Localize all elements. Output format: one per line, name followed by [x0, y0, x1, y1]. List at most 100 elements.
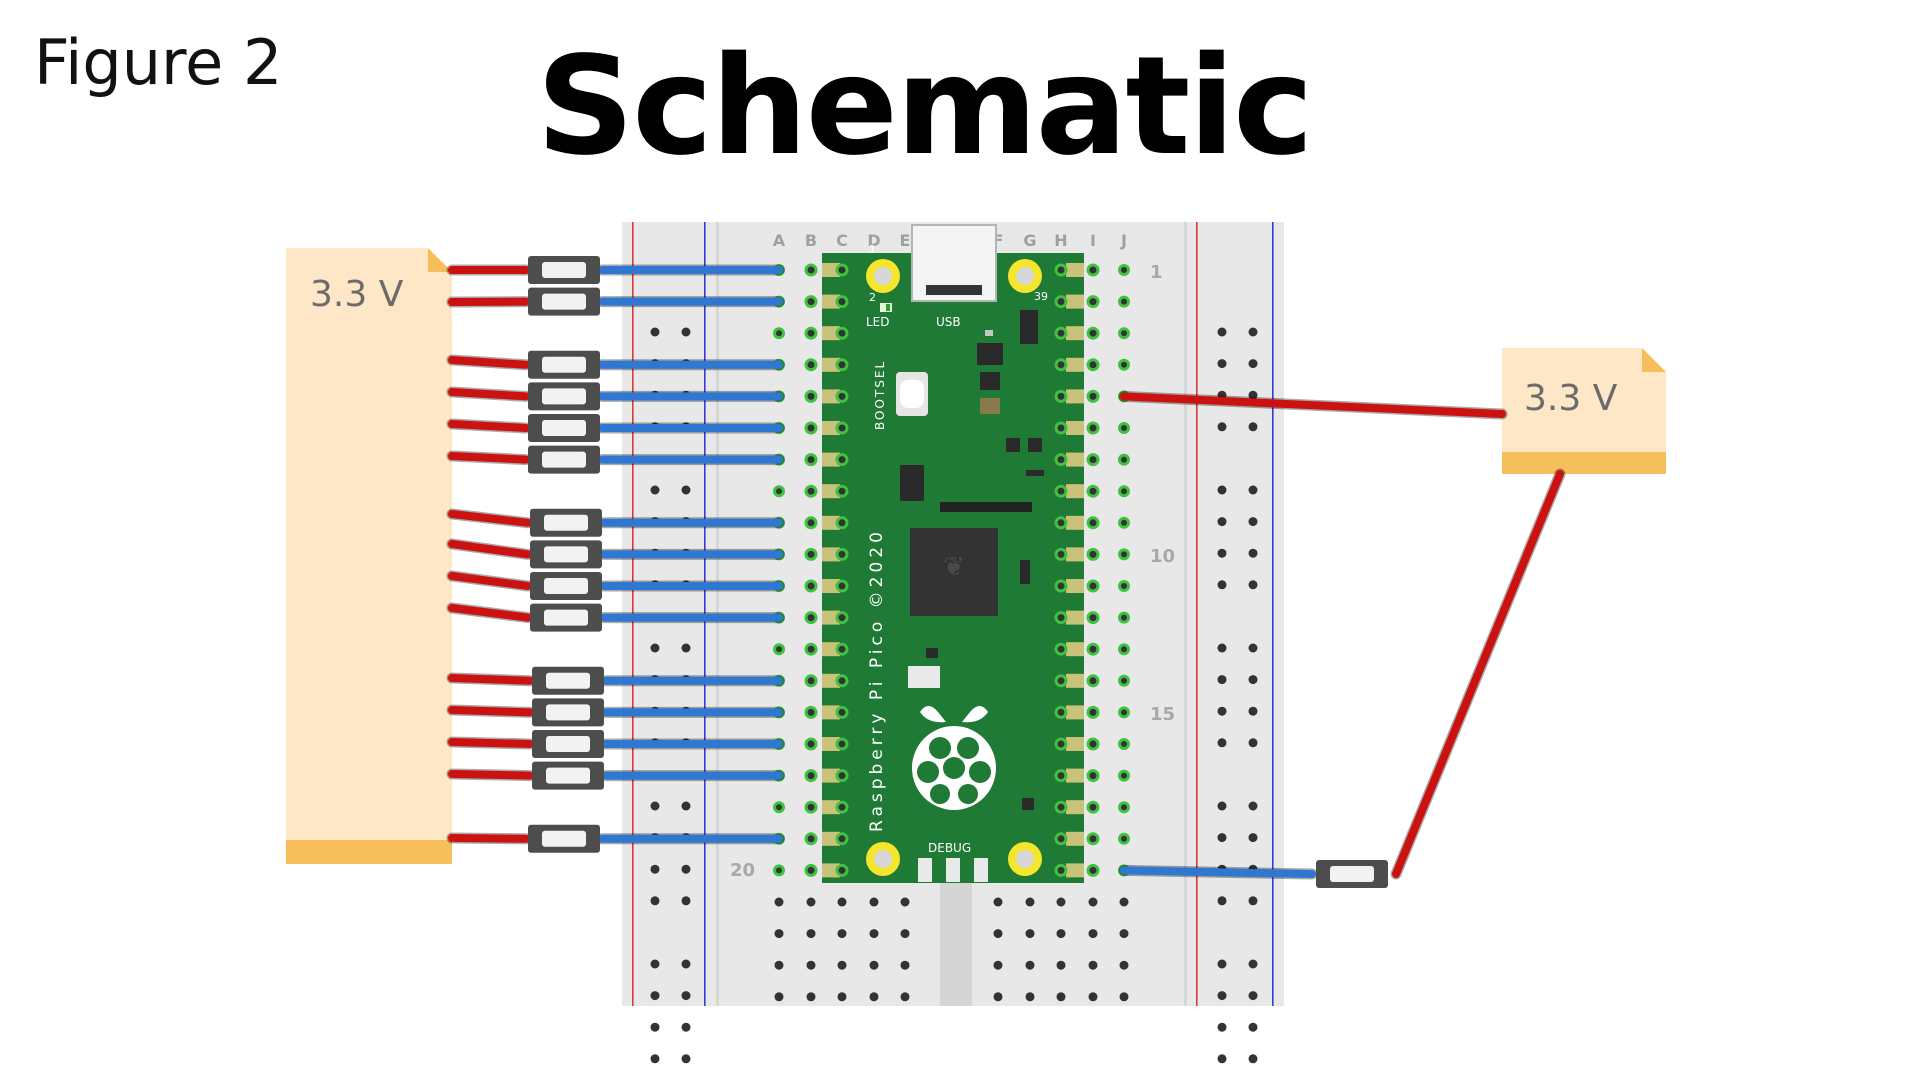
- push-button[interactable]: [532, 666, 604, 695]
- rail-hole: [1248, 959, 1258, 969]
- pico-pin: [1086, 484, 1100, 498]
- breadboard-hole: [900, 897, 910, 907]
- push-button[interactable]: [528, 824, 600, 853]
- pico-pad: [1066, 389, 1084, 404]
- pico-pin: [804, 453, 818, 467]
- pico-pin: [1086, 737, 1100, 751]
- pico-pad: [1066, 673, 1084, 688]
- breadboard-hole: [1118, 769, 1130, 782]
- button-cap[interactable]: [544, 546, 588, 563]
- signal-wire: [1120, 866, 1316, 878]
- button-cap[interactable]: [544, 514, 588, 531]
- power-wire: [448, 706, 534, 717]
- button-cap[interactable]: [542, 388, 586, 405]
- push-button[interactable]: [528, 414, 600, 442]
- push-button[interactable]: [528, 445, 600, 474]
- rail-hole: [1248, 675, 1258, 685]
- breadboard-hole: [869, 929, 879, 939]
- pico-pad: [822, 484, 840, 499]
- pico-pad: [1066, 610, 1084, 625]
- pico-pin: [1054, 642, 1068, 656]
- button-cap[interactable]: [546, 767, 590, 784]
- debug-label: DEBUG: [928, 841, 971, 855]
- pin1-label: 1: [869, 243, 876, 256]
- pico-pin: [1086, 832, 1100, 846]
- pico-pin: [804, 737, 818, 751]
- pico-pin: [1086, 453, 1100, 467]
- push-button[interactable]: [532, 761, 604, 790]
- rail-hole: [1248, 485, 1258, 495]
- button-cap[interactable]: [542, 356, 586, 373]
- button-cap[interactable]: [546, 736, 590, 752]
- pico-pin: [1086, 705, 1100, 719]
- flash-chip: [900, 465, 924, 501]
- button-cap[interactable]: [544, 578, 588, 594]
- rail-hole: [650, 1054, 660, 1064]
- usb-port-slot: [926, 285, 982, 295]
- pico-pin: [804, 358, 818, 372]
- rail-hole: [650, 896, 660, 906]
- pico-pad: [822, 768, 840, 783]
- button-cap[interactable]: [546, 672, 590, 689]
- rail-hole: [1217, 896, 1227, 906]
- rail-hole: [650, 801, 660, 811]
- breadboard-hole: [806, 992, 816, 1002]
- rail-hole: [1217, 991, 1227, 1001]
- power-wire: [448, 770, 534, 780]
- button-cap[interactable]: [544, 609, 588, 626]
- push-button[interactable]: [530, 508, 602, 537]
- button-cap[interactable]: [542, 293, 586, 310]
- push-button[interactable]: [528, 382, 600, 411]
- rail-hole: [681, 959, 691, 969]
- pico-pin: [1086, 516, 1100, 530]
- breadboard-hole: [1088, 897, 1098, 907]
- push-button[interactable]: [530, 572, 602, 600]
- source-corner: [428, 248, 452, 272]
- breadboard-hole: [1118, 643, 1130, 656]
- push-button[interactable]: [532, 698, 604, 727]
- rail-hole: [681, 1054, 691, 1064]
- pico-pin: [1054, 547, 1068, 561]
- breadboard-hole: [1025, 992, 1035, 1002]
- source-label: 3.3 V: [1524, 378, 1618, 419]
- pico-pin: [835, 674, 849, 688]
- voltage-source-left: 3.3 V: [286, 248, 452, 864]
- pico-pad: [822, 800, 840, 815]
- button-cap[interactable]: [1330, 866, 1374, 882]
- breadboard-hole: [1056, 897, 1066, 907]
- push-button[interactable]: [528, 287, 600, 316]
- pico-pin: [1086, 263, 1100, 277]
- rail-hole: [1248, 390, 1258, 400]
- smd-component: [908, 666, 940, 688]
- pico-pad: [822, 357, 840, 372]
- button-cap[interactable]: [542, 830, 586, 847]
- breadboard-hole: [1088, 960, 1098, 970]
- rail-hole: [1248, 896, 1258, 906]
- push-button[interactable]: [530, 540, 602, 569]
- rail-hole: [1217, 1022, 1227, 1032]
- pico-pin: [835, 800, 849, 814]
- push-button[interactable]: [530, 603, 602, 632]
- button-cap[interactable]: [542, 420, 586, 436]
- pico-pin: [804, 705, 818, 719]
- button-cap[interactable]: [546, 704, 590, 721]
- push-button[interactable]: [528, 350, 600, 379]
- pico-pin: [804, 800, 818, 814]
- pico-pin: [1054, 674, 1068, 688]
- push-button[interactable]: [1316, 860, 1388, 888]
- button-cap[interactable]: [542, 451, 586, 468]
- breadboard-hole: [869, 960, 879, 970]
- row-label: 1: [1150, 262, 1163, 283]
- pico-pin: [835, 611, 849, 625]
- pico-pad: [1066, 863, 1084, 878]
- pico-pad: [822, 673, 840, 688]
- rail-hole: [650, 643, 660, 653]
- breadboard-hole: [1118, 422, 1130, 434]
- pico-pin: [835, 484, 849, 498]
- push-button[interactable]: [532, 730, 604, 758]
- pico-pin: [835, 547, 849, 561]
- push-button[interactable]: [528, 256, 600, 284]
- power-wire: [448, 420, 530, 432]
- pico-pad: [1066, 642, 1084, 657]
- button-cap[interactable]: [542, 262, 586, 278]
